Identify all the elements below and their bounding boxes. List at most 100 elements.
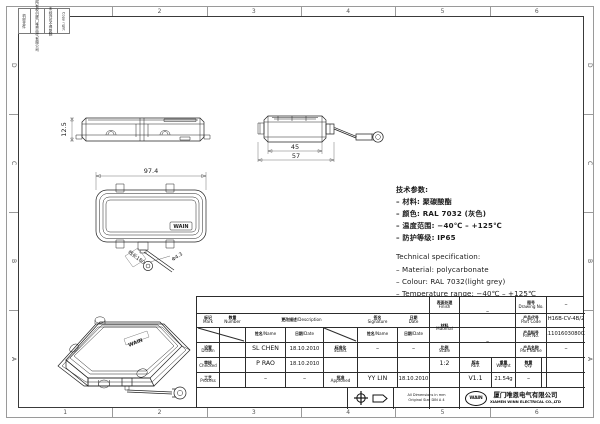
spec-en-line-0: – Material: polycarbonate [396, 264, 489, 274]
part-no-header: 产品料号 Part No. [522, 329, 540, 339]
spec-en-line-1: – Colour: RAL 7032(light grey) [396, 276, 506, 286]
rev-header-date: 日期 Date [408, 315, 419, 324]
spec-en-line-2: – Temperature range: −40℃ – +125℃ [396, 288, 537, 298]
row-role-checked: 审核 Checked [199, 359, 217, 369]
specification-text-block: 技术参数: – 材料: 聚碳酸酯 – 颜色: RAL 7032 (灰色) – 温… [396, 184, 596, 312]
row-name-drawn: SL CHEN [252, 345, 279, 353]
zone-label-right: C [586, 160, 593, 166]
spec-en-title: Technical specification: [396, 252, 481, 262]
row-name-approved: YY LIN [367, 375, 388, 383]
zone-label-bottom: 2 [157, 409, 162, 416]
zone-tick-right [584, 212, 593, 213]
scale-value: 1:2 [439, 360, 450, 368]
rev-header-signature: 签名 Signature [367, 315, 388, 324]
row-date-process: – [302, 375, 307, 383]
row-name-process: – [263, 375, 268, 383]
rev-value: V1.1 [468, 375, 483, 383]
drawing-no-header: 图号 Drawing No. [518, 300, 544, 309]
zone-label-left: D [10, 62, 17, 68]
dimension-note: All Dimensions in mm Original Size DIN A… [394, 387, 459, 409]
row-date-standard: – [411, 345, 416, 353]
part-code-header: 产品代号 Part Code [521, 315, 541, 324]
brand-label-iso-view: WAIN [127, 337, 143, 348]
side-elevation-view: 45 57 [248, 104, 388, 166]
finish-value: – [485, 307, 490, 315]
stamp-cell-1: 机密文件 [19, 9, 31, 33]
rev-subheader-date-2: 日期/Date [404, 331, 423, 337]
zone-label-top: 6 [534, 8, 539, 15]
company-logo-icon: WAIN [465, 390, 487, 406]
zone-tick-bottom [395, 408, 397, 417]
projection-cone-icon [372, 394, 388, 402]
part-name-header: 产品名称 Part Name [520, 344, 542, 354]
dim-inner-label: 45 [291, 143, 299, 151]
rev-subheader-date-1: 日期/Date [295, 331, 314, 337]
zone-tick-bottom [112, 408, 114, 417]
zone-tick-left [9, 212, 18, 213]
zone-tick-top [206, 7, 208, 16]
zone-label-bottom: 1 [63, 409, 68, 416]
zone-tick-left [9, 114, 18, 115]
dim-width-label: 97.4 [144, 167, 158, 175]
rev-header-number: 数量 Number [224, 315, 241, 324]
zone-tick-right [584, 114, 593, 115]
scale-header: 比例 Scale [438, 344, 450, 354]
stamp-cell-3: 未经许可不得复制 [45, 6, 58, 36]
spec-cn-line-1: – 颜色: RAL 7032 (灰色) [396, 209, 487, 219]
zone-label-top: 4 [346, 8, 351, 15]
sheet-trim-border [6, 6, 594, 418]
rev-header-description: 更改描述/Description [281, 316, 322, 322]
zone-tick-bottom [206, 408, 208, 417]
row-name-checked: P RAO [256, 360, 275, 368]
spec-cn-line-0: – 材料: 聚碳酸酯 [396, 197, 452, 207]
row-name-standard: – [375, 345, 380, 353]
hole-diameter-label: Φ4.3 [171, 251, 184, 263]
stamp-cell-4: Copy right [58, 9, 69, 33]
zone-label-top: 2 [157, 8, 162, 15]
stamp-text-1: 机密文件 [22, 13, 27, 29]
zone-label-bottom: 6 [534, 409, 539, 416]
zone-label-bottom: 4 [346, 409, 351, 416]
company-name-en: XIAMEN WINN ELECTRICAL CO.,LTD [490, 399, 561, 404]
weight-value: 21.54g [494, 375, 513, 382]
company-name-cn: 厦门唯恩电气有限公司 [493, 391, 558, 400]
zone-label-left: B [10, 258, 17, 264]
front-elevation-view: 12.5 [60, 104, 228, 160]
part-no-value: 1110160308002 [547, 330, 585, 337]
first-angle-projection-icon [353, 391, 368, 405]
company-block: WAIN 厦门唯恩电气有限公司 XIAMEN WINN ELECTRICAL C… [465, 389, 583, 407]
zone-tick-top [112, 7, 114, 16]
diagonal-slash-mid [323, 327, 357, 342]
zone-tick-top [395, 7, 397, 16]
dim-height-label: 12.5 [60, 122, 68, 136]
qty-value: – [526, 375, 531, 383]
cable-length-note: 线长180 [126, 249, 146, 266]
row-role-standard: 标准化 Stand. [333, 344, 348, 354]
dimension-note-line-2: Original Size DIN A 4 [408, 398, 445, 402]
zone-label-bottom: 3 [251, 409, 256, 416]
zone-label-right: B [586, 258, 593, 264]
drawing-no-value: – [564, 300, 568, 308]
zone-label-right: D [586, 62, 593, 68]
row-role-drawn: 设置 Drawn [201, 344, 215, 354]
confidentiality-stamp: 机密文件 本图纸所有权归厦门唯恩电气有限公司 未经许可不得复制 Copy rig… [18, 0, 70, 52]
stamp-text-2: 本图纸所有权归厦门唯恩电气有限公司 [35, 0, 40, 52]
row-date-approved: 18.10.2010 [398, 375, 429, 382]
spec-cn-title: 技术参数: [396, 185, 429, 194]
material-value: – [485, 337, 490, 345]
zone-tick-left [9, 310, 18, 311]
stamp-text-3: 未经许可不得复制 [49, 6, 54, 36]
rev-subheader-name-2: 姓名/Name [366, 331, 389, 337]
stamp-text-4: Copy right [61, 11, 66, 31]
projection-symbol [348, 387, 393, 409]
weight-header: 重量 Weight [496, 359, 511, 369]
dimension-note-line-1: All Dimensions in mm [407, 392, 446, 397]
zone-label-bottom: 5 [440, 409, 445, 416]
zone-label-left: C [10, 160, 17, 166]
rev-header-mark: 标记 Mark [202, 315, 214, 324]
zone-label-left: A [10, 356, 17, 362]
isometric-view: WAIN [52, 300, 212, 400]
zone-label-right: A [586, 356, 593, 362]
finish-header: 表面处理 Finish [436, 300, 453, 309]
